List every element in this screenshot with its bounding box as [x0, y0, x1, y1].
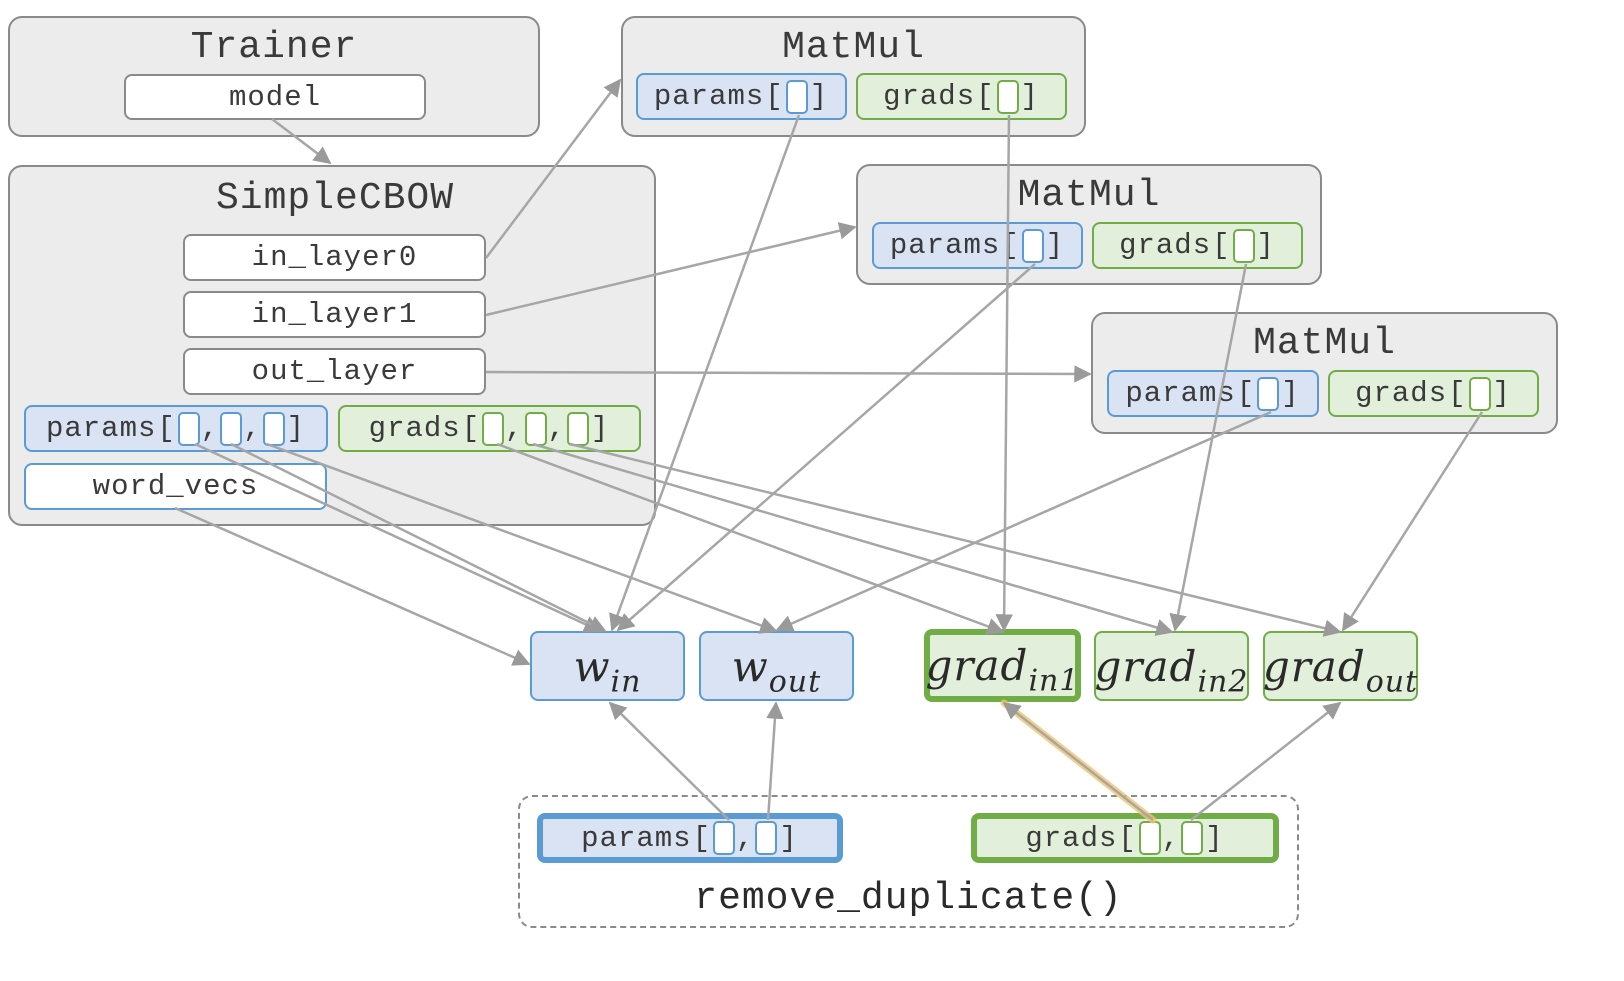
grad-slot — [1468, 376, 1491, 411]
matmul-0-grads: grads[] — [856, 73, 1067, 120]
grad-slot — [1232, 228, 1255, 263]
arrow-mm1params-to-win — [616, 263, 1036, 632]
w-in-label: win — [573, 641, 642, 699]
grad-out-box: gradout — [1263, 631, 1418, 701]
cbow-grads-list: grads[,,] — [338, 405, 641, 452]
grad-slot — [566, 411, 589, 446]
grad-out-label: gradout — [1262, 641, 1419, 699]
grad-slot — [996, 79, 1019, 114]
param-slot — [713, 821, 735, 855]
param-slot — [1257, 376, 1280, 411]
trainer-panel: Trainer model — [8, 16, 540, 137]
param-slot — [220, 411, 243, 446]
arrow-mm2params-to-wout — [775, 410, 1272, 632]
out-layer-label: out_layer — [251, 355, 418, 388]
matmul-0-grads-label: grads — [883, 80, 976, 113]
w-in-box: win — [530, 631, 685, 701]
grad-in1-label: gradin1 — [925, 641, 1080, 699]
cbow-params-list: params[,,] — [24, 405, 328, 452]
grad-slot — [524, 411, 547, 446]
param-slot — [755, 821, 778, 855]
cbow-grads-label: grads — [368, 412, 461, 445]
param-slot — [1021, 228, 1044, 263]
matmul-2-title: MatMul — [1253, 322, 1396, 365]
matmul-0-params-label: params — [653, 80, 765, 113]
trainer-model-field: model — [124, 74, 426, 120]
matmul-2-params: params[] — [1107, 370, 1319, 417]
in-layer1-field: in_layer1 — [183, 291, 486, 338]
grad-in2-label: gradin2 — [1094, 641, 1249, 699]
in-layer0-field: in_layer0 — [183, 234, 486, 281]
arrow-grad2-to-gradout — [569, 442, 1342, 637]
param-slot — [785, 79, 808, 114]
matmul-1-grads: grads[] — [1092, 222, 1303, 269]
matmul-0-params: params[] — [636, 73, 847, 120]
w-out-box: wout — [699, 631, 854, 701]
grad-slot — [1181, 821, 1204, 855]
model-label: model — [228, 80, 321, 114]
grad-in2-box: gradin2 — [1094, 631, 1249, 701]
matmul-2-grads: grads[] — [1328, 370, 1539, 417]
grad-in1-box: gradin1 — [924, 629, 1081, 702]
arrow-mm2grads-to-gradout — [1341, 411, 1484, 632]
arrow-wordvecs-to-win — [174, 506, 531, 666]
dedup-params-list: params[,] — [537, 813, 843, 863]
grad-slot — [1138, 821, 1161, 855]
param-slot — [262, 411, 285, 446]
out-layer-field: out_layer — [183, 348, 486, 395]
cbow-params-label: params — [45, 412, 157, 445]
matmul-2-params-label: params — [1125, 377, 1236, 410]
word-vecs-label: word_vecs — [92, 470, 259, 503]
matmul-0-title: MatMul — [782, 26, 925, 69]
matmul-1-grads-label: grads — [1119, 229, 1212, 262]
trainer-title: Trainer — [190, 26, 358, 69]
matmul-1-params-label: params — [889, 229, 1001, 262]
w-out-label: wout — [731, 641, 822, 699]
matmul-1-params: params[] — [872, 222, 1083, 269]
dedup-params-label: params — [581, 821, 692, 855]
dedup-grads-label: grads — [1025, 821, 1118, 855]
simplecbow-title: SimpleCBOW — [216, 177, 455, 220]
dedup-grads-list: grads[,] — [971, 813, 1279, 863]
grad-slot — [482, 411, 505, 446]
in-layer1-label: in_layer1 — [251, 298, 418, 331]
word-vecs-field: word_vecs — [24, 463, 327, 510]
remove-duplicate-label: remove_duplicate() — [694, 877, 1123, 920]
matmul-2-grads-label: grads — [1355, 377, 1448, 410]
in-layer0-label: in_layer0 — [251, 241, 418, 274]
param-slot — [177, 411, 200, 446]
matmul-1-title: MatMul — [1017, 174, 1161, 217]
